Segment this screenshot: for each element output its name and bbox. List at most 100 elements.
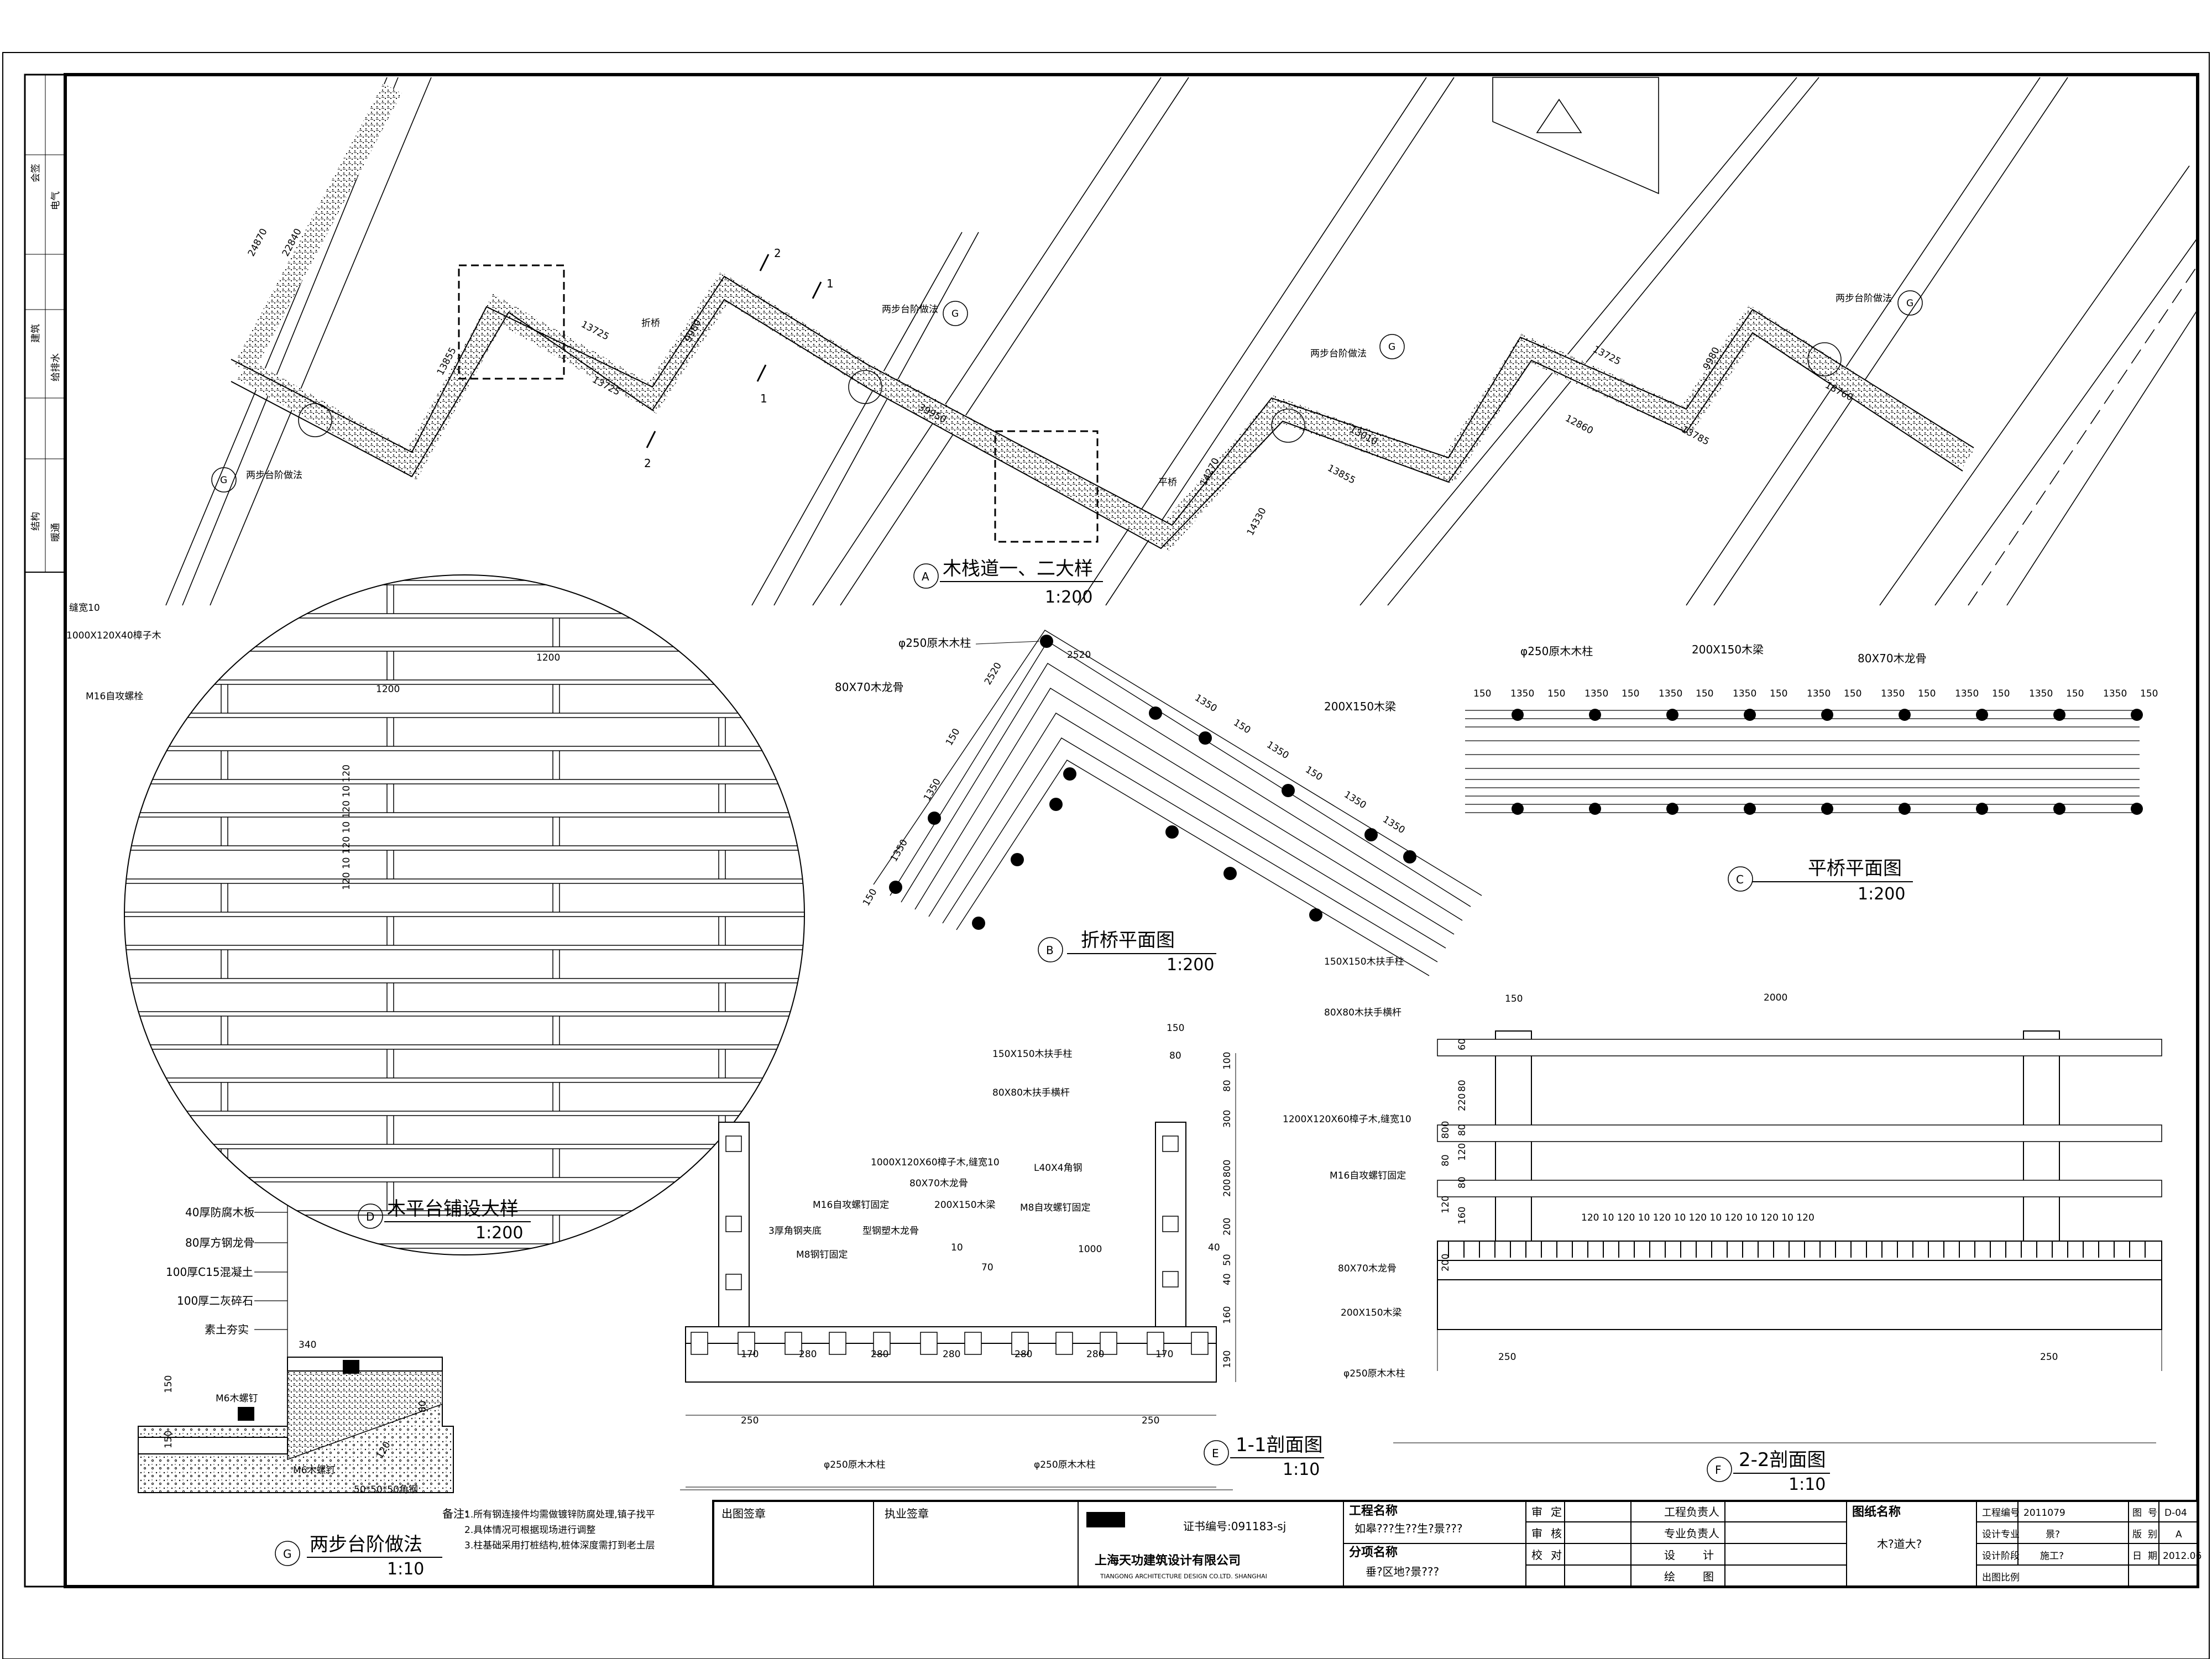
zheqiao-label: 折桥	[641, 318, 660, 329]
tb-m3: 设	[1664, 1548, 1675, 1562]
dim-a-0: 24870	[246, 227, 270, 258]
tb-r1b: 定	[1551, 1505, 1562, 1519]
b-dim-1: 2520	[982, 661, 1004, 687]
view-e-letter: E	[1212, 1447, 1219, 1460]
e-nail: M8钢钉固定	[796, 1249, 848, 1260]
g-layer-0: 40厚防腐木板	[185, 1206, 254, 1219]
section-e-dim: 800	[1222, 1160, 1233, 1177]
g-bolt: M6木螺钉	[216, 1393, 258, 1404]
notes-line-1: 2.具体情况可根据现场进行调整	[464, 1525, 595, 1536]
f-bolt: M16自攻螺钉固定	[1330, 1170, 1406, 1181]
flat-bridge-post	[1512, 709, 1524, 721]
b-dim-5: 150	[861, 887, 880, 908]
flat-bridge-dim: 1350	[1955, 688, 1979, 699]
flat-bridge-dim: 150	[1696, 688, 1713, 699]
b-joist: 80X70木龙骨	[835, 681, 904, 694]
section-f-dim: 220	[1457, 1093, 1468, 1111]
d-bolt-label: M16自攻螺栓	[86, 691, 143, 702]
c-beam: 200X150木梁	[1692, 643, 1764, 656]
d-dim2: 1200	[376, 684, 400, 695]
b-dim-9: 150	[1303, 764, 1324, 783]
step-note-1: 两步台阶做法	[246, 470, 302, 481]
left-signature-strip: 会签 建筑 结构 给排水 电气 暖通	[25, 75, 65, 572]
tb-drawing-value: 木?道大?	[1877, 1537, 1922, 1551]
view-b-scale: 1:200	[1167, 955, 1214, 975]
view-g-scale: 1:10	[387, 1559, 424, 1579]
e-bot-1: 280	[799, 1349, 817, 1360]
cut-1-top: 1	[827, 277, 834, 290]
section-f-dim: 80	[1440, 1154, 1451, 1166]
flat-bridge-dim: 150	[1622, 688, 1639, 699]
section-joist	[1191, 1332, 1209, 1355]
view-d-title: 木平台铺设大样	[387, 1198, 519, 1220]
e-bracket: 3厚角钢夹底	[768, 1226, 822, 1237]
section-joist	[738, 1332, 755, 1355]
section-e-dim: 160	[1222, 1306, 1233, 1324]
f-rail: 80X80木扶手横杆	[1324, 1007, 1402, 1018]
tb-drawing-label: 图纸名称	[1852, 1505, 1901, 1519]
tb-c2v: 景?	[2046, 1529, 2060, 1540]
g-tag-2: G	[951, 308, 959, 320]
view-g-step-detail: 40厚防腐木板 80厚方钢龙骨 100厚C15混凝土 100厚二灰碎石 素土夯实…	[138, 1205, 454, 1579]
e-angle-steel: L40X4角钢	[1034, 1163, 1083, 1174]
f-span: 2000	[1764, 992, 1787, 1003]
g-tag-3: G	[1388, 342, 1395, 353]
view-b-title: 折桥平面图	[1081, 929, 1175, 951]
flat-bridge-dim: 1350	[1585, 688, 1608, 699]
flat-bridge-post	[1821, 709, 1833, 721]
g-bolt2: M6木螺钉	[293, 1465, 335, 1476]
section-joist	[964, 1332, 982, 1355]
view-c-scale: 1:200	[1858, 885, 1905, 904]
tb-r2b: 核	[1551, 1527, 1562, 1540]
step-note-3: 两步台阶做法	[1310, 348, 1367, 359]
d-board-label: 1000X120X40樟子木	[66, 630, 161, 641]
section-f-dim: 60	[1457, 1038, 1468, 1050]
tb-c4: 出图比例	[1982, 1572, 2020, 1583]
flat-bridge-post	[1976, 709, 1988, 721]
flat-bridge-dim: 150	[2066, 688, 2084, 699]
section-e-dim: 200	[1222, 1218, 1233, 1236]
e-d250b: 250	[1142, 1415, 1159, 1426]
flat-bridge-post	[1899, 709, 1911, 721]
flat-bridge-post	[2131, 709, 2143, 721]
step-note-2: 两步台阶做法	[882, 304, 938, 315]
section-joist	[873, 1332, 891, 1355]
strip-label-2: 结构	[30, 512, 41, 531]
tb-d1v: D-04	[2164, 1508, 2187, 1519]
general-notes: 备注: 1.所有钢连接件均需做镀锌防腐处理,镇子找平 2.具体情况可根据现场进行…	[442, 1507, 655, 1551]
tb-r3b: 对	[1551, 1548, 1562, 1562]
tb-sub-label: 分项名称	[1349, 1545, 1398, 1559]
b-dim-2: 150	[944, 726, 963, 747]
b-beam: 200X150木梁	[1324, 700, 1396, 713]
flat-bridge-post	[1744, 709, 1756, 721]
section-joist	[691, 1332, 708, 1355]
e-deck: 1000X120X60樟子木,缝宽10	[871, 1157, 1000, 1168]
section-e-dim: 190	[1222, 1351, 1233, 1368]
c-joist: 80X70木龙骨	[1858, 652, 1927, 665]
e-bot-3: 280	[943, 1349, 960, 1360]
notes-heading: 备注:	[442, 1507, 468, 1520]
flat-bridge-dim: 1350	[2103, 688, 2127, 699]
tb-chutu: 出图签章	[721, 1507, 766, 1520]
tb-d3v: 2012.06	[2163, 1551, 2201, 1562]
section-joist	[829, 1332, 846, 1355]
section-f-dim: 80	[1457, 1124, 1468, 1136]
section-joist	[920, 1332, 938, 1355]
e-post: φ250原木木柱	[824, 1459, 886, 1470]
view-e-title: 1-1剖面图	[1236, 1434, 1323, 1456]
g-layer-4: 素土夯实	[205, 1323, 249, 1336]
view-b-folded-bridge: φ250原木木柱 80X70木龙骨 200X150木梁 2520 2520 15…	[835, 630, 1482, 976]
tb-r2: 审	[1531, 1527, 1542, 1540]
view-a-scale: 1:200	[1045, 588, 1092, 607]
g-d340: 340	[299, 1339, 316, 1351]
g-layer-3: 100厚二灰碎石	[177, 1294, 253, 1307]
e-d250a: 250	[741, 1415, 759, 1426]
f-beam: 200X150木梁	[1341, 1307, 1402, 1318]
view-b-letter: B	[1046, 944, 1054, 957]
notes-line-0: 1.所有钢连接件均需做镀锌防腐处理,镇子找平	[464, 1509, 655, 1520]
flat-bridge-post	[1512, 803, 1524, 815]
flat-bridge-post	[2053, 803, 2065, 815]
view-a-title: 木栈道一、二大样	[943, 558, 1093, 580]
c-post: φ250原木木柱	[1520, 645, 1593, 658]
